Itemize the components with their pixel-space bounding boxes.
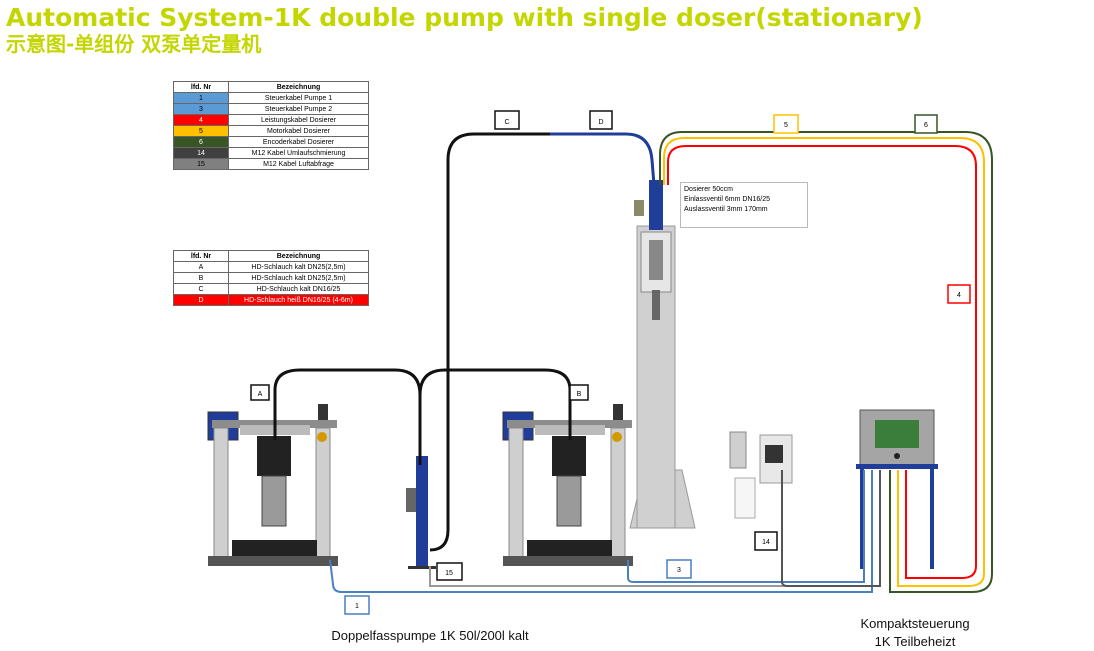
tag-5-text: 5 [784, 122, 788, 129]
control-label-line2: 1K Teilbeheizt [874, 634, 956, 649]
page-subtitle: 示意图-单组份 双泵单定量机 [6, 32, 262, 56]
legend-row: 15 M12 Kabel Luftabfrage [173, 158, 369, 170]
tag-1: 1 [344, 595, 370, 615]
tag-3-text: 3 [677, 567, 681, 574]
legend-row: B HD-Schlauch kalt DN25(2,5m) [173, 272, 369, 284]
cable-3 [627, 470, 865, 583]
legend-nr: D [173, 294, 229, 306]
tag-15: 15 [436, 562, 463, 581]
pump-label: Doppelfasspumpe 1K 50l/200l kalt [331, 628, 529, 643]
tag-c: C [494, 110, 520, 130]
doser-spec-line: Dosierer 50ccm [684, 186, 734, 193]
legend-row: 4 Leistungskabel Dosierer [173, 114, 369, 126]
cable-1 [329, 470, 873, 593]
cable-14 [781, 470, 881, 587]
doser-spec-note: Dosierer 50ccm Einlassventil 6mm DN16/25… [680, 182, 808, 228]
tag-d-text: D [598, 119, 603, 126]
hose-legend-table: lfd. Nr Bezeichnung A HD-Schlauch kalt D… [173, 250, 369, 306]
page-title: Automatic System-1K double pump with sin… [6, 3, 923, 32]
legend-header-desc: Bezeichnung [228, 81, 369, 93]
legend-desc: M12 Kabel Luftabfrage [228, 158, 369, 170]
tag-5: 5 [773, 114, 799, 134]
legend-row: D HD-Schlauch heiß DN16/25 (4-6m) [173, 294, 369, 306]
doser-spec-line: Auslassventil 3mm 170mm [684, 206, 768, 213]
legend-header-row: lfd. Nr Bezeichnung [173, 250, 369, 262]
legend-row: 1 Steuerkabel Pumpe 1 [173, 92, 369, 104]
hose-b [418, 368, 572, 440]
cable-5 [663, 137, 985, 587]
tag-14-text: 14 [762, 539, 770, 546]
tag-4: 4 [947, 284, 971, 304]
doser-spec-line: Einlassventil 6mm DN16/25 [684, 196, 770, 203]
double-pump-left [207, 404, 338, 566]
tag-15-text: 15 [445, 570, 453, 577]
tag-3: 3 [666, 559, 692, 579]
cable-15 [429, 566, 868, 587]
legend-header-row: lfd. Nr Bezeichnung [173, 81, 369, 93]
hose-c [429, 132, 550, 552]
tag-a: A [250, 384, 270, 401]
tag-1-text: 1 [355, 603, 359, 610]
doser-stand [629, 180, 696, 529]
cable-4 [667, 145, 977, 579]
tag-6-text: 6 [924, 122, 928, 129]
cable-6 [659, 131, 993, 593]
tag-d: D [589, 110, 613, 130]
tag-c-text: C [504, 119, 509, 126]
double-pump-right [502, 404, 633, 566]
control-label-line1: Kompaktsteuerung [860, 616, 970, 631]
tag-b-text: B [577, 391, 582, 398]
tag-4-text: 4 [957, 292, 961, 299]
tag-b: B [569, 384, 589, 401]
valve-column [406, 456, 436, 569]
hose-d [550, 132, 656, 186]
tag-6: 6 [914, 114, 938, 134]
cable-legend-table: lfd. Nr Bezeichnung 1 Steuerkabel Pumpe … [173, 81, 369, 170]
control-cabinet [856, 409, 938, 569]
tag-14: 14 [754, 531, 778, 551]
lubrication-unit [729, 431, 793, 519]
tag-a-text: A [258, 391, 263, 398]
hose-a [273, 368, 422, 465]
legend-desc: HD-Schlauch heiß DN16/25 (4-6m) [228, 294, 369, 306]
